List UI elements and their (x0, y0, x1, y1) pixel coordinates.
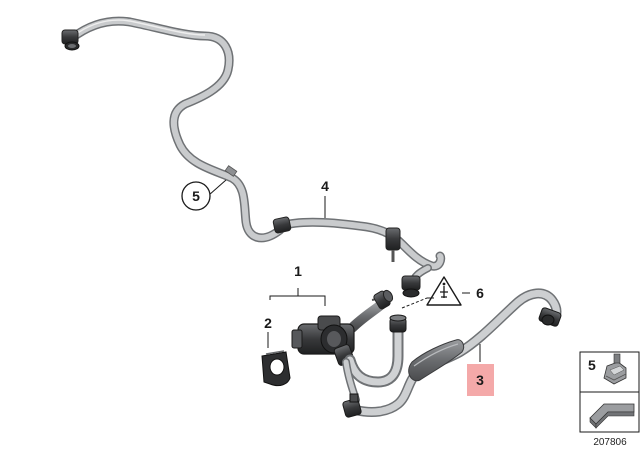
clip-icon (603, 353, 627, 385)
callout-1: 1 (294, 263, 302, 279)
vent-pipe-middle (272, 216, 446, 298)
valve-bracket (261, 350, 291, 387)
diagram-reference-number: 207806 (593, 437, 627, 448)
leader-lines (208, 179, 481, 362)
pipe-end-connector-right (538, 307, 562, 327)
pipe-end-connector-top (61, 29, 80, 51)
vent-pipe-lower (342, 288, 562, 418)
callout-5-label: 5 (192, 188, 200, 204)
pipe-end-connector-lower (342, 393, 362, 418)
callout-5: 5 (181, 181, 211, 211)
callout-2: 2 (264, 315, 272, 331)
warning-triangle-icon (426, 276, 462, 306)
callout-3-highlight (467, 364, 494, 396)
callout-4: 4 (321, 178, 329, 194)
legend-item-label: 5 (588, 357, 596, 373)
legend-box: 5 (579, 351, 640, 433)
callout-4-label: 4 (321, 178, 329, 194)
callout-1-label: 1 (294, 263, 302, 279)
vent-pipe-upper (61, 16, 285, 243)
arrow-icon (589, 403, 635, 429)
valve-assembly (291, 289, 407, 404)
callout-3: 3 (467, 364, 494, 396)
callout-6: 6 (476, 285, 484, 301)
callout-3-label: 3 (476, 372, 484, 388)
callout-2-label: 2 (264, 315, 272, 331)
pipe-cap-connector (401, 275, 421, 298)
callout-6-label: 6 (476, 285, 484, 301)
